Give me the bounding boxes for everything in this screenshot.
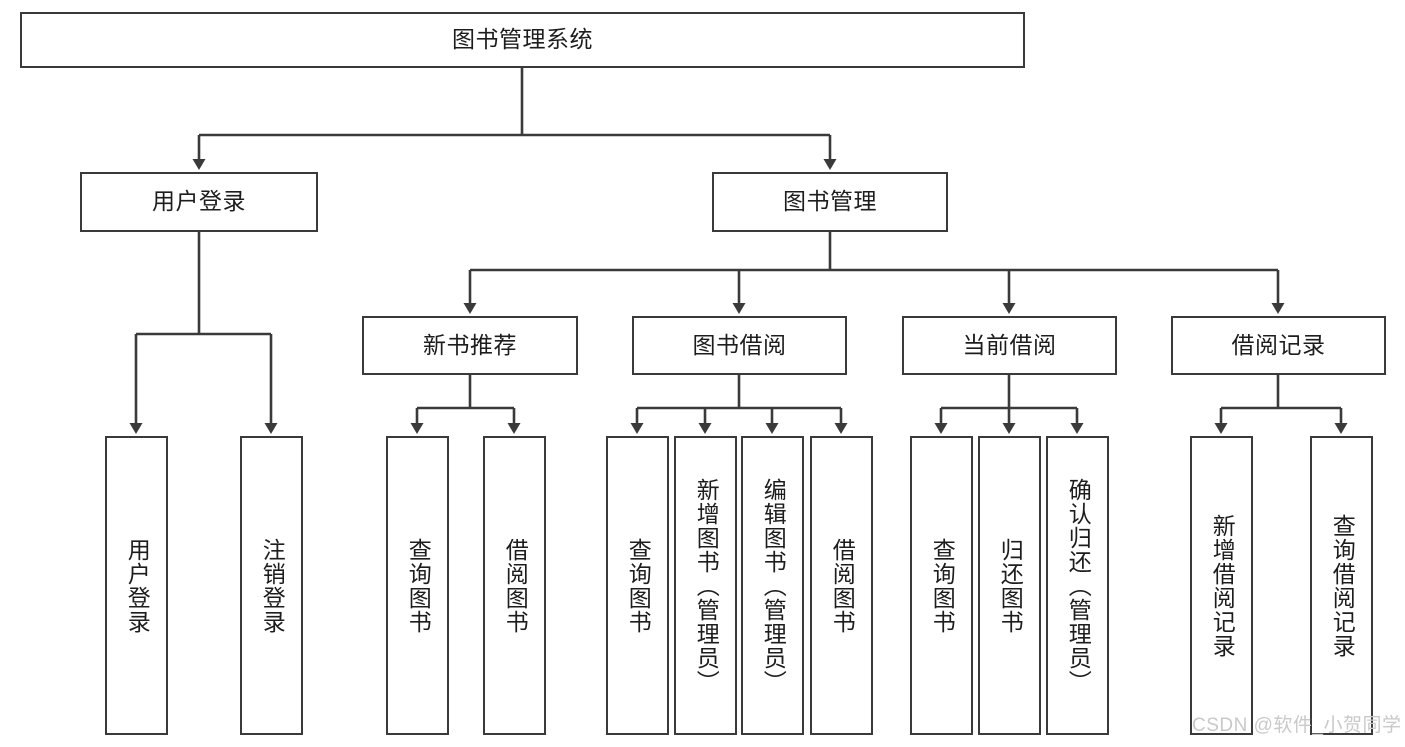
csdn-watermark: CSDN @软件_小贺同学 — [1192, 715, 1402, 736]
node-label: 新增借阅记录 — [1209, 513, 1236, 658]
node-current-borrow[interactable]: 当前借阅 — [902, 316, 1117, 375]
leaf-query-book-current[interactable]: 查询图书 — [910, 436, 973, 735]
node-label: 查询图书 — [929, 537, 956, 634]
leaf-borrow-book-recommend[interactable]: 借阅图书 — [483, 436, 546, 735]
leaf-add-book-admin[interactable]: 新增图书（管理员） — [674, 436, 737, 735]
node-label: 查询图书 — [405, 537, 432, 634]
node-label: 归还图书 — [997, 537, 1024, 634]
node-label: 图书管理 — [783, 188, 877, 215]
node-label: 查询借阅记录 — [1329, 513, 1356, 658]
leaf-return-book[interactable]: 归还图书 — [978, 436, 1041, 735]
node-label: 用户登录 — [152, 188, 246, 215]
node-user-login[interactable]: 用户登录 — [80, 172, 318, 232]
leaf-borrow-book[interactable]: 借阅图书 — [810, 436, 873, 735]
node-label: 借阅图书 — [829, 537, 856, 634]
node-book-management[interactable]: 图书管理 — [712, 172, 948, 232]
leaf-add-borrow-record[interactable]: 新增借阅记录 — [1190, 436, 1253, 735]
leaf-query-book-recommend[interactable]: 查询图书 — [386, 436, 449, 735]
node-label: 用户登录 — [124, 537, 151, 634]
node-label: 当前借阅 — [962, 331, 1057, 358]
node-label: 注销登录 — [259, 537, 286, 634]
node-label: 确认归还（管理员） — [1065, 477, 1092, 694]
node-label: 编辑图书（管理员） — [760, 477, 787, 694]
leaf-user-logout[interactable]: 注销登录 — [240, 436, 303, 735]
node-label: 新书推荐 — [423, 331, 517, 358]
node-label: 图书借阅 — [692, 331, 787, 358]
node-borrow-record[interactable]: 借阅记录 — [1171, 316, 1386, 375]
leaf-confirm-return-admin[interactable]: 确认归还（管理员） — [1046, 436, 1109, 735]
leaf-query-book-borrow[interactable]: 查询图书 — [606, 436, 669, 735]
node-label: 借阅记录 — [1231, 331, 1326, 358]
node-book-borrow[interactable]: 图书借阅 — [632, 316, 847, 375]
node-root-book-management-system[interactable]: 图书管理系统 — [20, 12, 1025, 68]
node-label: 查询图书 — [625, 537, 652, 634]
leaf-query-borrow-record[interactable]: 查询借阅记录 — [1310, 436, 1373, 735]
node-new-book-recommend[interactable]: 新书推荐 — [362, 316, 578, 375]
leaf-edit-book-admin[interactable]: 编辑图书（管理员） — [741, 436, 804, 735]
leaf-user-login[interactable]: 用户登录 — [105, 436, 168, 735]
node-label: 借阅图书 — [502, 537, 529, 634]
node-label: 图书管理系统 — [452, 26, 593, 53]
node-label: 新增图书（管理员） — [693, 477, 720, 694]
